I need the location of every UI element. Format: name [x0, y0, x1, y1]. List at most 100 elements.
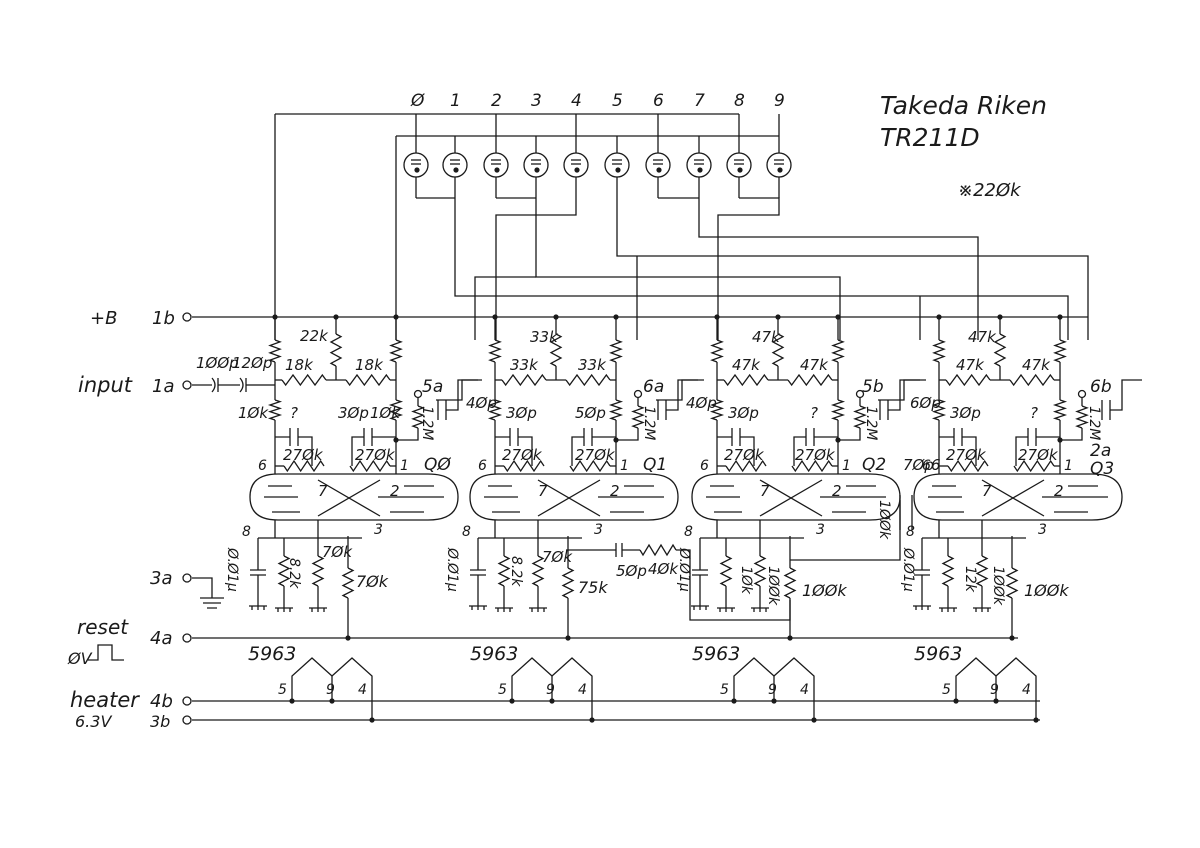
stage1-bottom-r1: 8.2k	[508, 556, 524, 587]
junction-dot	[393, 437, 399, 443]
stage1-bottom-r2: 7Øk	[542, 548, 573, 566]
resistor	[1009, 373, 1055, 387]
capacitor	[1015, 428, 1060, 466]
pin-label: 6	[258, 458, 267, 474]
stage0-bottom-cap: Ø.Ø1μ	[224, 547, 240, 592]
capacitor	[250, 538, 266, 596]
pin-label: 1	[620, 458, 629, 474]
resistor	[267, 399, 283, 421]
pin-label: 7	[538, 482, 548, 500]
junction-dot	[997, 314, 1003, 320]
junction-dot	[329, 698, 335, 704]
cross-coupling	[981, 479, 1045, 517]
pin-label: 3	[374, 522, 383, 538]
plus-b-pin: 1b	[152, 308, 175, 329]
junction-dot	[589, 717, 595, 723]
ground-icon	[495, 598, 513, 612]
coupling-capacitor	[879, 379, 920, 420]
stage3-bottom-cap: Ø.Ø1μ	[900, 547, 916, 592]
capacitor	[571, 428, 616, 466]
resistor	[345, 373, 391, 387]
capacitor	[275, 428, 313, 466]
ground-icon	[973, 598, 991, 612]
resistor	[341, 567, 355, 599]
digit-label: 3	[531, 91, 542, 111]
stage1-link-cap: 5Øp	[616, 562, 647, 580]
link-capacitor	[566, 543, 640, 557]
heater-pin-3b: 3b	[150, 712, 170, 731]
ground-icon	[939, 598, 957, 612]
digit-label: 4	[571, 91, 582, 111]
stage3-r-top-b: 47k	[956, 356, 985, 374]
resistor	[277, 555, 291, 587]
junction-dot	[393, 314, 399, 320]
junction-dot	[574, 167, 580, 173]
wire	[496, 197, 841, 340]
heater-pin-label: 9	[326, 682, 335, 698]
stage2-cap-a: 3Øp	[728, 404, 759, 422]
resistor	[349, 459, 391, 473]
capacitor	[939, 428, 977, 466]
junction-dot	[656, 167, 662, 173]
junction-dot	[697, 167, 703, 173]
resistor	[783, 567, 797, 599]
note-resistor-value: ※22Øk	[958, 180, 1022, 201]
pin-label: 2	[1054, 482, 1064, 500]
stage2-r-top-a: 47k	[752, 328, 781, 346]
resistor	[388, 399, 404, 421]
junction-dot	[1033, 717, 1039, 723]
resistor	[608, 399, 624, 421]
ground-icon	[275, 598, 293, 612]
capacitor	[914, 538, 930, 596]
pin-label: 1	[400, 458, 409, 474]
junction-dot	[835, 314, 841, 320]
wire	[474, 276, 536, 340]
input-cap-1: 1ØØp	[196, 354, 239, 372]
wire	[616, 428, 639, 441]
stage2-extra-cap: 7Øp	[903, 456, 934, 474]
junction-dot	[369, 717, 375, 723]
resistor	[569, 459, 611, 473]
heater-label: heater	[70, 688, 140, 712]
stage0-plate-a: 27Øk	[283, 446, 324, 464]
reset-label: reset	[77, 615, 129, 639]
input-capacitors	[211, 377, 262, 393]
stage1-plate-b: 27Øk	[575, 446, 616, 464]
heater-voltage: 6.3V	[75, 712, 112, 731]
junction-dot	[953, 698, 959, 704]
nixie-lamp-icon	[726, 152, 752, 178]
stage0-r-left: 1Øk	[238, 404, 269, 422]
pin-label: 1	[842, 458, 851, 474]
pin-label: 6	[922, 458, 931, 474]
resistor	[932, 339, 946, 363]
resistor	[389, 339, 403, 363]
digit-label: 7	[694, 91, 705, 111]
ground-icon	[913, 596, 931, 610]
stage0-coupling: 4Øp	[466, 394, 497, 412]
ground-icon	[717, 598, 735, 612]
stage2-r-top-b: 47k	[732, 356, 761, 374]
junction-dot	[553, 314, 559, 320]
stage3-plate-a: 27Øk	[946, 446, 987, 464]
heater-pin-label: 9	[990, 682, 999, 698]
resistor	[993, 333, 1007, 367]
nixie-lamp-icon	[523, 152, 549, 178]
resistor	[283, 459, 325, 473]
capacitor	[470, 538, 486, 596]
ground-icon	[529, 598, 547, 612]
stage0-r-top-c: 18k	[355, 356, 384, 374]
stage1-q: Q1	[643, 455, 667, 475]
stage1-out: 6a	[643, 377, 664, 397]
stage3-grid: 1.2M	[1086, 406, 1102, 440]
junction-dot	[993, 698, 999, 704]
junction-dot	[345, 635, 351, 641]
junction-dot	[615, 167, 621, 173]
heater-pin-label: 4	[358, 682, 367, 698]
junction-dot	[1009, 635, 1015, 641]
reset-pulse-label: ØV	[67, 649, 93, 668]
heater-pin-label: 4	[578, 682, 587, 698]
